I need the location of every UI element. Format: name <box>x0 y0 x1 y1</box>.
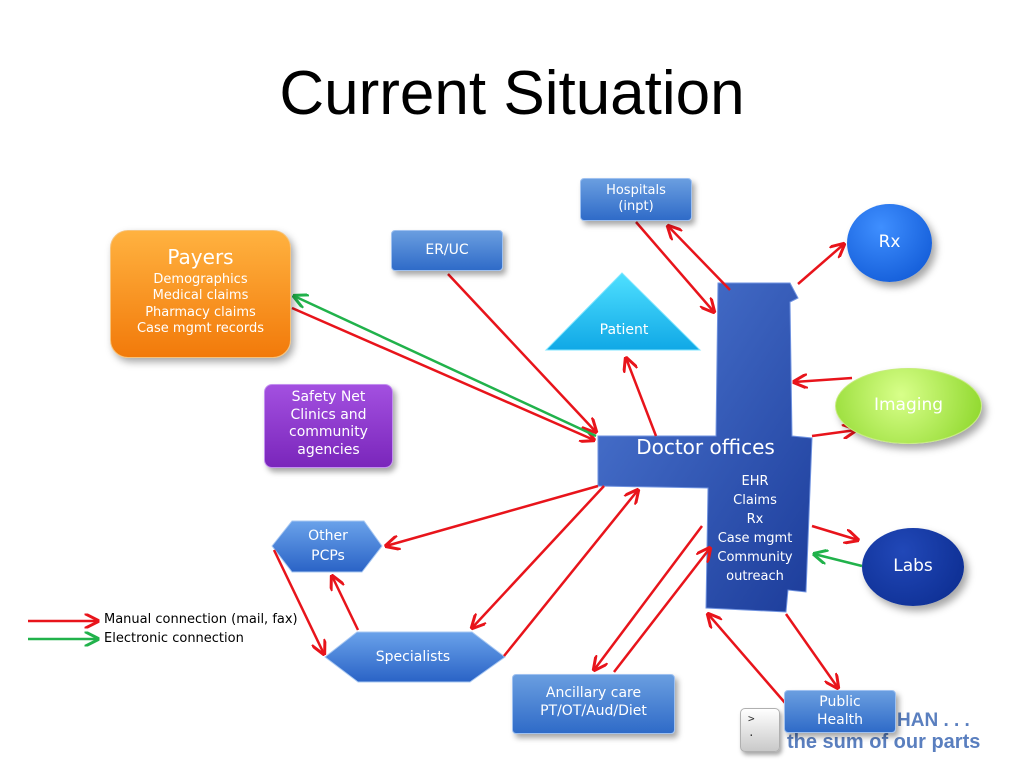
payers-item: Medical claims <box>152 288 249 304</box>
arrow-doctor-labs <box>811 524 858 540</box>
arrow-specialists-doctor <box>503 490 638 657</box>
doctor-offices-shape <box>597 282 813 613</box>
arrow-doctor-patient <box>626 358 658 437</box>
ancillary-line: PT/OT/Aud/Diet <box>540 702 647 719</box>
hospitals-line: (inpt) <box>618 199 654 215</box>
arrow-doctor-ancillary <box>594 525 703 670</box>
arrow-eruc-doctor <box>447 273 596 432</box>
arrow-specialists-otherpcps <box>332 576 360 631</box>
arrow-ancillary-doctor <box>613 548 710 673</box>
hospitals-node: Hospitals (inpt) <box>580 178 692 221</box>
payers-item: Demographics <box>153 272 248 287</box>
key-glyph: . <box>748 726 755 739</box>
arrow-payers-doctor <box>291 306 594 440</box>
keyboard-key-icon: > . <box>740 708 780 752</box>
arrow-hosp-doctor-1 <box>635 221 714 312</box>
payers-item: Case mgmt records <box>136 320 265 336</box>
arrow-doctor-specialists <box>472 485 605 628</box>
public-health-line: Health <box>817 711 863 728</box>
labs-node: Labs <box>862 528 964 606</box>
safety-net-line: agencies <box>297 441 360 458</box>
page-title: Current Situation <box>279 59 745 128</box>
other-pcps-shape <box>271 520 383 573</box>
er-uc-node: ER/UC <box>391 230 503 271</box>
arrow-electronic-doctor-payers <box>294 296 597 438</box>
rx-node: Rx <box>847 204 932 282</box>
doctor-offices-list: EHR Claims Rx Case mgmt Community outrea… <box>710 472 800 586</box>
other-pcps-line: PCPs <box>311 548 345 564</box>
public-health-node: Public Health <box>784 690 896 733</box>
safety-net-line: community <box>289 424 368 440</box>
imaging-node: Imaging <box>835 368 982 444</box>
doctor-offices-item: Rx <box>746 512 764 527</box>
brand-han: HAN . . . <box>897 710 970 731</box>
payers-node: Payers Demographics Medical claims Pharm… <box>110 230 291 358</box>
patient-label: Patient <box>599 322 649 338</box>
hospitals-line: Hospitals <box>606 183 666 198</box>
ancillary-line: Ancillary care <box>545 685 642 701</box>
arrow-doctor-otherpcps <box>386 484 599 546</box>
other-pcps-label: Other PCPs <box>276 526 380 566</box>
doctor-offices-title: Doctor offices <box>636 435 775 459</box>
payers-title: Payers <box>167 245 234 269</box>
arrow-otherpcps-specialists <box>272 549 324 654</box>
brand-tagline: the sum of our parts <box>787 731 981 753</box>
specialists-label: Specialists <box>375 649 451 665</box>
arrow-hosp-doctor-2 <box>668 226 731 291</box>
payers-item: Pharmacy claims <box>145 304 256 320</box>
arrow-doctor-public <box>784 613 838 688</box>
arrow-public-doctor <box>708 614 787 705</box>
doctor-offices-item: Claims <box>733 493 777 508</box>
arrow-doctor-imaging <box>811 430 856 436</box>
specialists-shape <box>324 631 506 683</box>
public-health-line: Public <box>819 694 861 710</box>
doctor-offices-item: Case mgmt <box>717 531 793 546</box>
legend-manual-label: Manual connection (mail, fax) <box>104 612 298 627</box>
arrow-imaging-doctor <box>794 378 853 382</box>
arrow-doctor-rx <box>797 244 844 285</box>
doctor-offices-item: EHR <box>741 474 769 489</box>
other-pcps-line: Other <box>308 528 348 544</box>
safety-net-line: Safety Net <box>291 389 366 405</box>
arrow-electronic-labs-doctor <box>814 554 863 568</box>
safety-net-line: Clinics and <box>290 406 367 423</box>
key-glyph: > <box>748 712 755 725</box>
safety-net-node: Safety Net Clinics and community agencie… <box>264 384 393 468</box>
patient-shape <box>544 272 702 351</box>
doctor-offices-item: Community <box>717 550 793 565</box>
legend-electronic-label: Electronic connection <box>104 631 244 646</box>
doctor-offices-item: outreach <box>726 569 784 584</box>
ancillary-care-node: Ancillary care PT/OT/Aud/Diet <box>512 674 675 734</box>
